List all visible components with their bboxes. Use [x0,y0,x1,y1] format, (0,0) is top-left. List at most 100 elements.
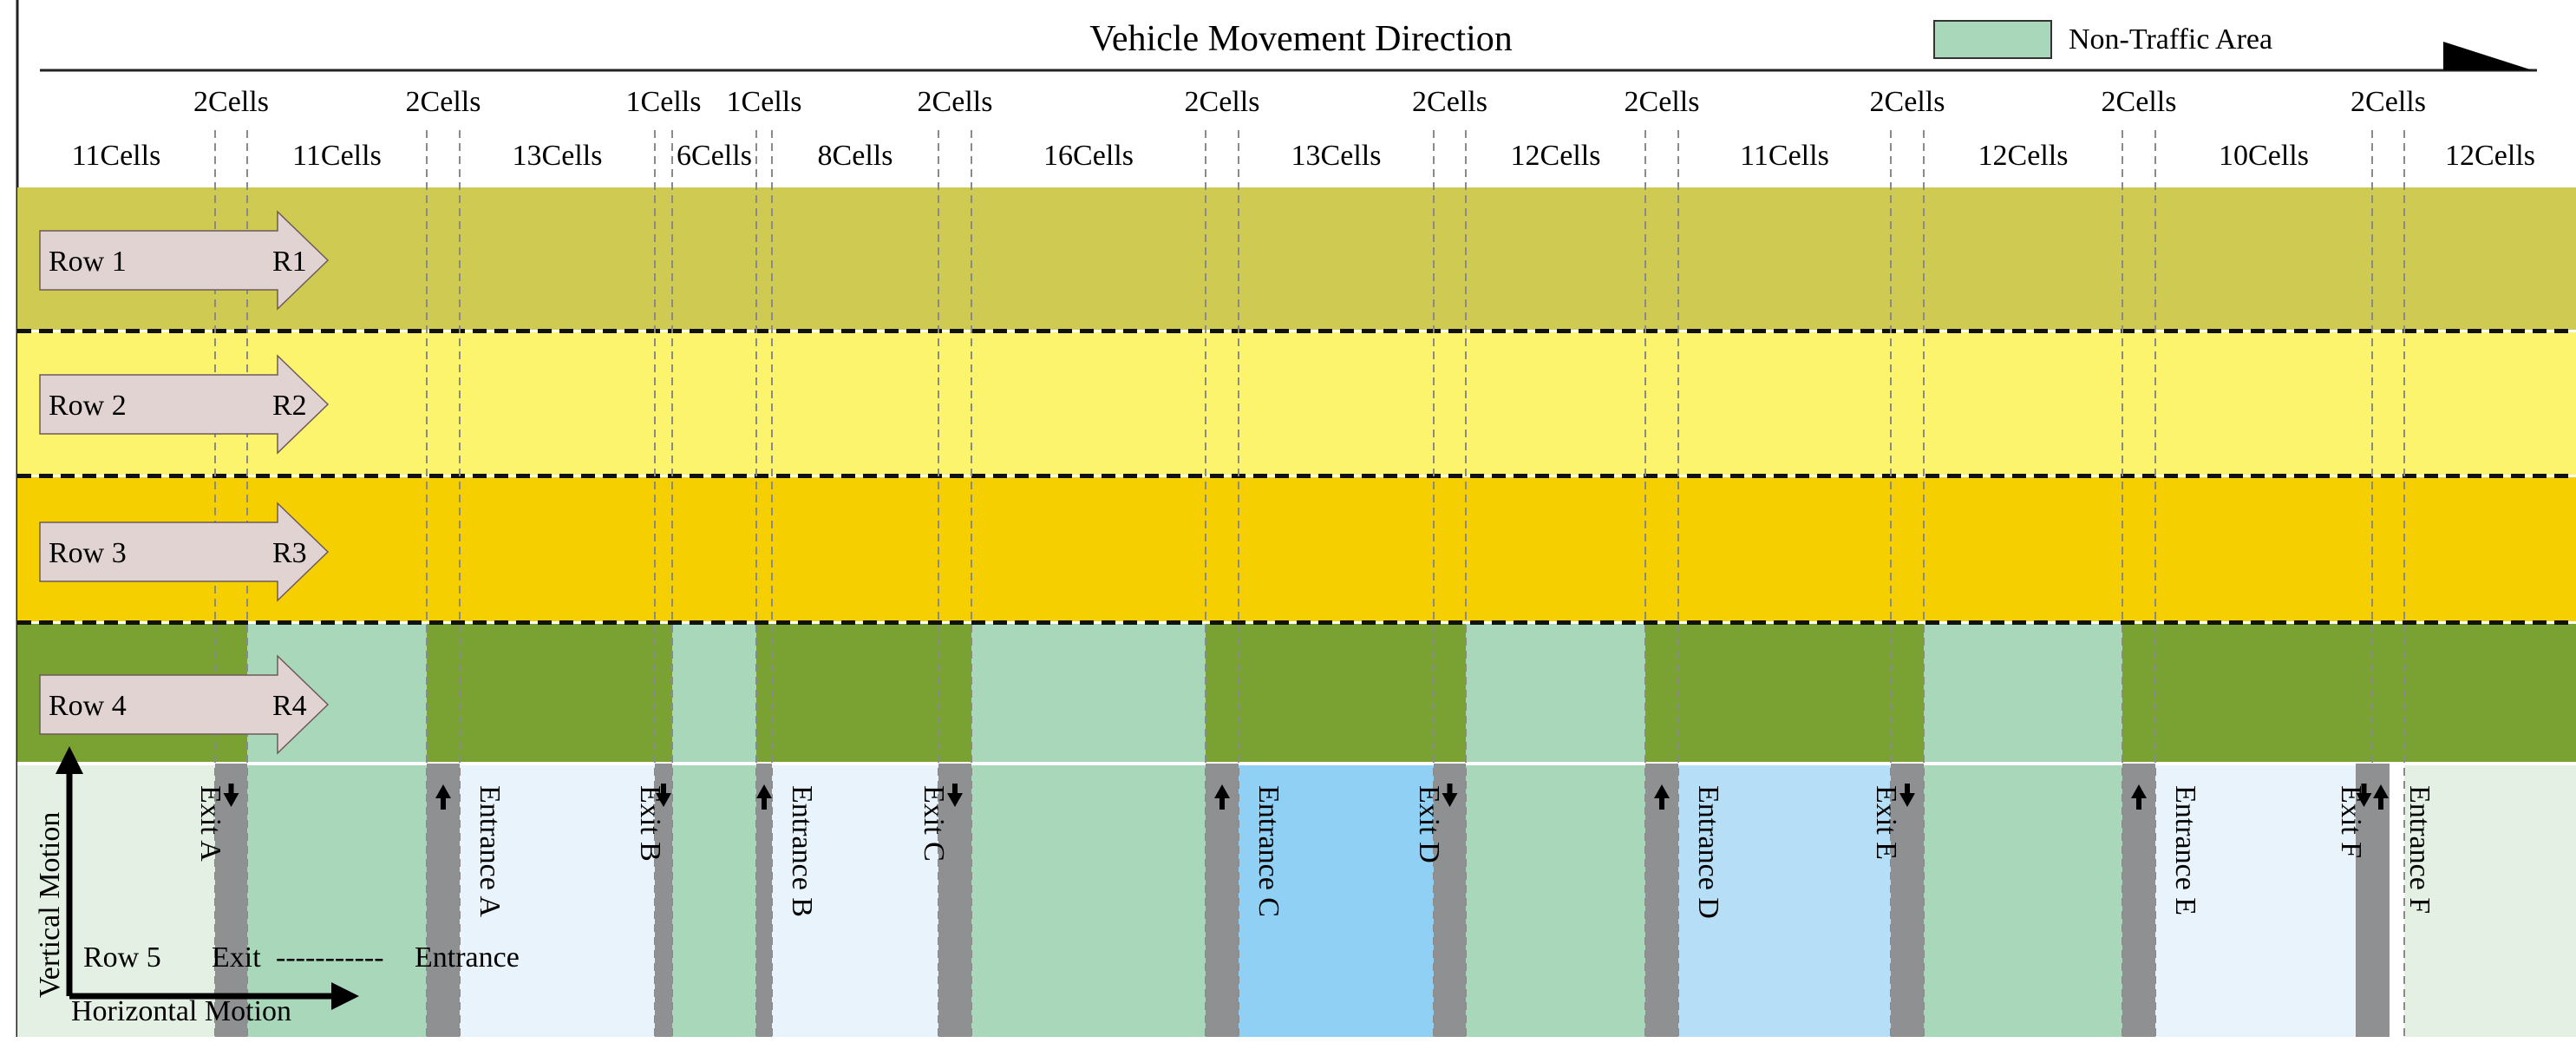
segment-label: 6Cells [677,140,752,172]
segment-label: 13Cells [1291,140,1382,172]
down-arrow-shaft [2361,784,2367,797]
row-tag: R3 [272,537,307,569]
ramp-strip [1434,764,1466,1037]
legend-swatch [1933,20,2052,59]
ramp-strip [2372,764,2390,1037]
up-arrow-icon [435,784,451,810]
up-arrow-shaft [2136,797,2141,810]
down-arrow-head [656,793,671,807]
ramp-label: Entrance D [1692,785,1724,919]
row-arrow-shape [39,354,330,455]
ramp-label: Exit E [1870,785,1902,860]
row4-non-traffic-area [672,624,756,764]
down-arrow-head [223,793,239,807]
ramp-label: Entrance C [1252,785,1285,917]
row-tag: R1 [272,246,307,278]
down-arrow-head [947,793,963,807]
row5-dashes: ----------- [276,941,384,974]
ramp-label: Exit B [634,785,666,862]
segment-label: 16Cells [1043,140,1134,172]
down-arrow-icon [1442,784,1458,807]
up-arrow-icon [1654,784,1670,810]
row-arrow-shape [39,654,330,755]
horizontal-axis-arrowhead [331,982,359,1010]
segment-label: 2Cells [1870,86,1945,118]
row5-zone [672,764,756,1037]
ramp-label: Exit C [918,785,950,862]
ramp-strip [1891,764,1924,1037]
row-label: Row 4 [49,690,127,722]
down-arrow-icon [223,784,239,807]
ramp-strip [215,764,247,1037]
up-arrow-shaft [2378,797,2383,810]
row5-zone [1466,764,1645,1037]
ramp-label: Entrance E [2169,785,2201,915]
diagram-title: Vehicle Movement Direction [1089,19,1513,59]
segment-label: 2Cells [2350,86,2426,118]
ramp-strip [756,764,772,1037]
segment-label: 2Cells [193,86,269,118]
down-arrow-icon [2356,784,2372,807]
vertical-motion-label: Vertical Motion [34,812,66,998]
down-arrow-shaft [1447,784,1453,797]
up-arrow-head [1214,784,1230,798]
down-arrow-head [1899,793,1915,807]
segment-label: 11Cells [292,140,382,172]
ramp-strip [2356,764,2372,1037]
row4-non-traffic-area [1466,624,1645,764]
row-tag: R2 [272,390,307,422]
ramp-label: Entrance A [474,785,506,917]
row-tag: R4 [272,690,307,722]
segment-label: 8Cells [818,140,893,172]
up-arrow-head [1654,784,1670,798]
down-arrow-head [1442,793,1458,807]
segment-label: 2Cells [1625,86,1700,118]
segment-label: 10Cells [2219,140,2309,172]
vertical-axis-arrowhead [56,746,83,774]
row5-zone [1678,764,1891,1037]
lane-row-4 [17,624,2576,764]
up-arrow-shaft [441,797,446,810]
segment-label: 12Cells [1511,140,1601,172]
row5-zone [1239,764,1434,1037]
row-arrow-shape [39,502,330,602]
horizontal-motion-label: Horizontal Motion [71,995,291,1027]
row-arrow-icon: Row 4 R4 [39,654,330,755]
segment-label: 12Cells [1978,140,2069,172]
row5-zone [971,764,1206,1037]
ramp-label: Entrance F [2403,785,2435,914]
row4-non-traffic-area [971,624,1206,764]
segment-label: 12Cells [2445,140,2535,172]
segment-label: 2Cells [406,86,481,118]
down-arrow-icon [947,784,963,807]
up-arrow-head [435,784,451,798]
down-arrow-icon [656,784,671,807]
up-arrow-head [2373,784,2389,798]
down-arrow-shaft [661,784,666,797]
row-label: Row 3 [49,537,127,569]
up-arrow-head [756,784,772,798]
direction-arrow-icon [2443,42,2533,70]
legend-label: Non-Traffic Area [2069,23,2272,56]
row-arrow-icon: Row 3 R3 [39,502,330,602]
segment-label: 1Cells [626,86,702,118]
row4-non-traffic-area [1924,624,2122,764]
row5-entrance-word: Entrance [415,941,520,974]
segment-label: 11Cells [1740,140,1829,172]
row-arrow-icon: Row 2 R2 [39,354,330,455]
row5-zone [2404,764,2576,1037]
down-arrow-head [2356,793,2372,807]
row5-zone [1924,764,2122,1037]
lane-row-2 [17,332,2576,475]
segment-label: 11Cells [72,140,161,172]
row5-zone [460,764,655,1037]
segment-label: 2Cells [1185,86,1260,118]
lane-row-3 [17,477,2576,621]
down-arrow-shaft [228,784,234,797]
row-label: Row 2 [49,390,127,422]
down-arrow-shaft [1905,784,1910,797]
ramp-label: Exit D [1413,785,1445,863]
up-arrow-icon [2373,784,2389,810]
